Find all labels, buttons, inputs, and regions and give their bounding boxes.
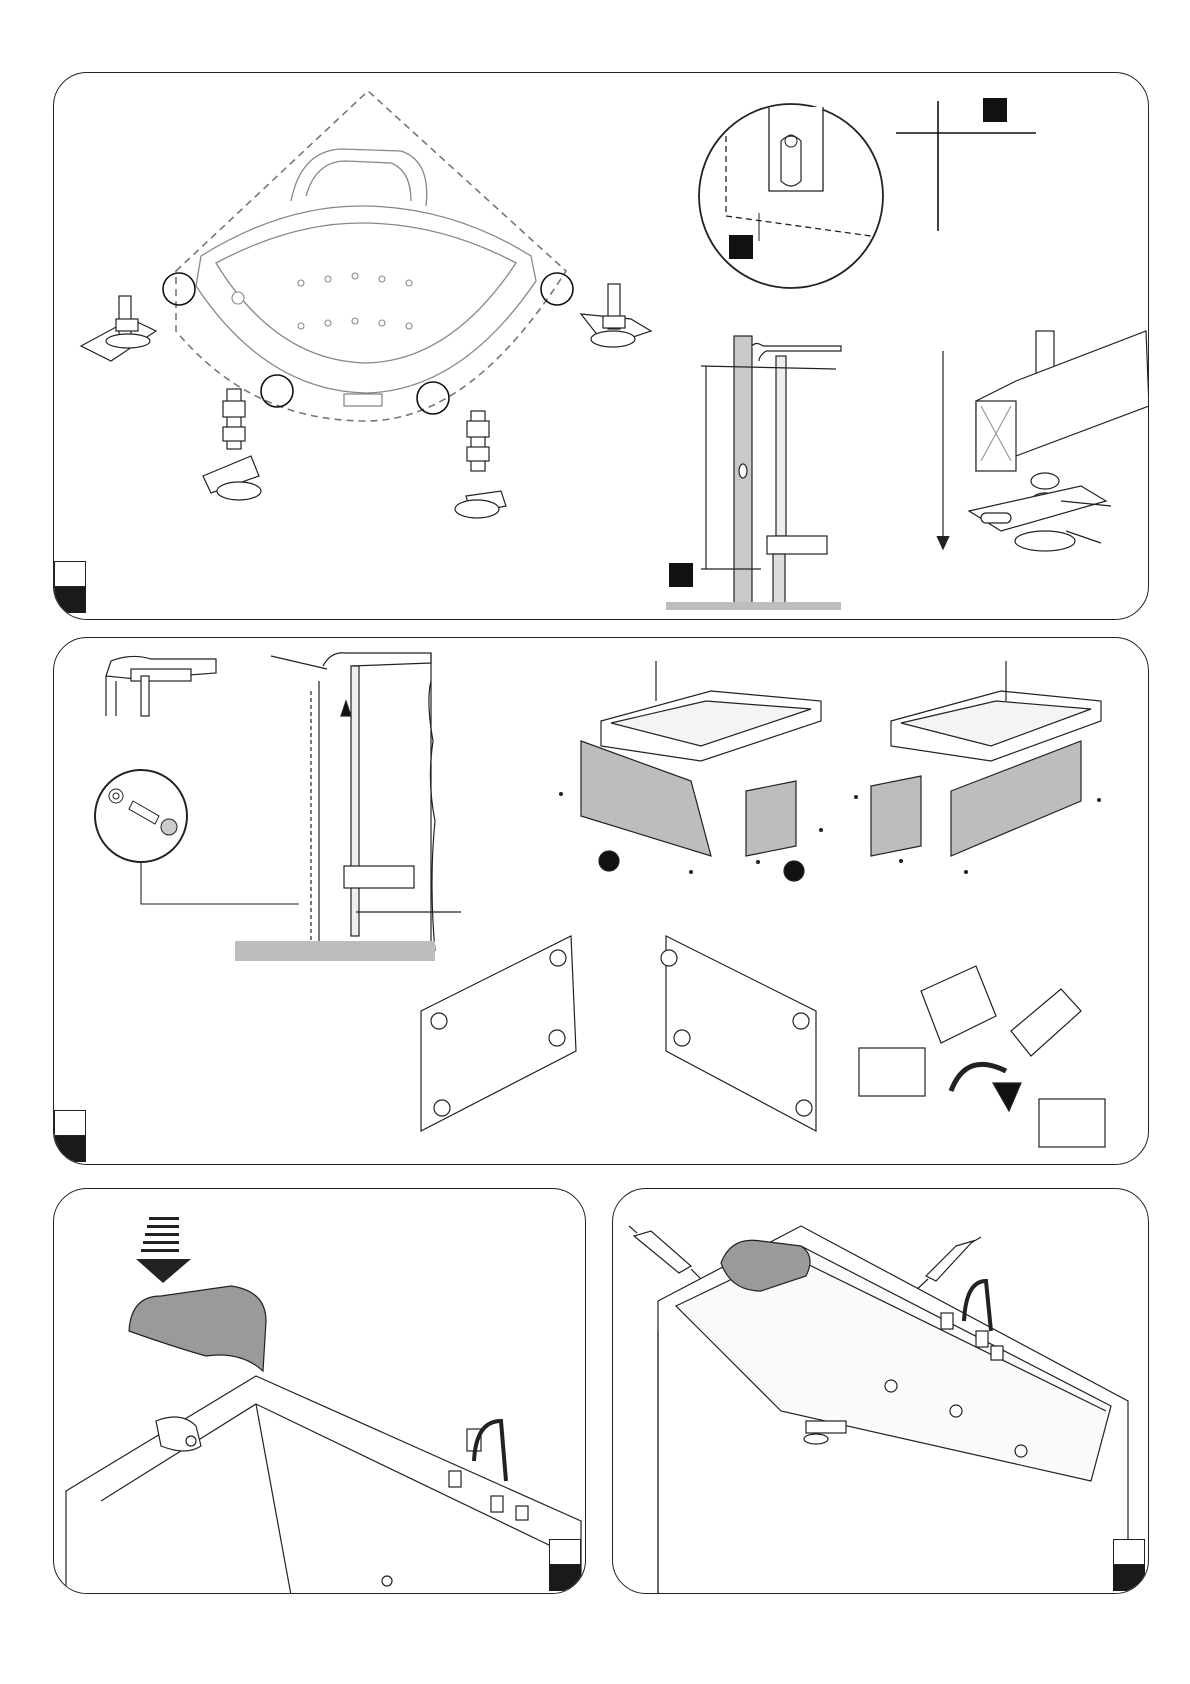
step-badge-bottom <box>1113 1565 1145 1591</box>
rotate-sheets <box>859 966 1105 1147</box>
leg-detail-3d <box>937 331 1149 551</box>
sealing-illustration <box>613 1189 1149 1594</box>
detail-zoom-circle <box>699 104 883 288</box>
step-badge-3 <box>549 1539 581 1591</box>
panel-leg-installation <box>53 72 1149 620</box>
section-view <box>235 653 461 961</box>
step-badge-2 <box>54 1110 86 1162</box>
step-badge-bottom <box>549 1565 581 1591</box>
step-badge-top <box>54 561 86 587</box>
level-reference-cross <box>896 98 1036 231</box>
leg-installation-illustration <box>54 73 1149 620</box>
down-arrow-icon <box>136 1217 191 1283</box>
panel-back-left <box>421 936 576 1131</box>
bath-corner-view <box>66 1376 581 1594</box>
headrest-cushion <box>129 1286 266 1371</box>
step-badge-1 <box>54 561 86 613</box>
step-badge-top <box>549 1539 581 1565</box>
corner-bath-shape <box>196 149 536 406</box>
step-badge-4 <box>1113 1539 1145 1591</box>
step-badge-bottom <box>54 587 86 613</box>
bracket-detail <box>106 656 216 716</box>
step-badge-top <box>1113 1539 1145 1565</box>
foot-bottom-left <box>203 389 261 500</box>
panel-headrest-placement <box>53 1188 586 1594</box>
step-badge-bottom <box>54 1136 86 1162</box>
bath-with-panels-right <box>871 661 1101 856</box>
front-panel-illustration <box>54 638 1149 1165</box>
sealant-gun-right-icon <box>913 1237 981 1293</box>
bath-with-panels-left <box>581 661 821 881</box>
step-badge-top <box>54 1110 86 1136</box>
panel-back-right <box>661 936 816 1131</box>
panel-silicone-sealing <box>612 1188 1149 1594</box>
jet-dots <box>232 273 412 329</box>
sealant-gun-left-icon <box>629 1226 706 1284</box>
foot-bottom-right <box>455 411 506 518</box>
leg-height-section <box>666 336 841 610</box>
panel-front-panel-mounting <box>53 637 1149 1165</box>
headrest-illustration <box>54 1189 586 1594</box>
foot-left <box>81 296 156 361</box>
screw-detail-circle <box>95 770 299 904</box>
bath-full-view <box>658 1226 1128 1594</box>
bath-outline-dashed <box>176 91 566 421</box>
foot-right <box>581 284 651 347</box>
